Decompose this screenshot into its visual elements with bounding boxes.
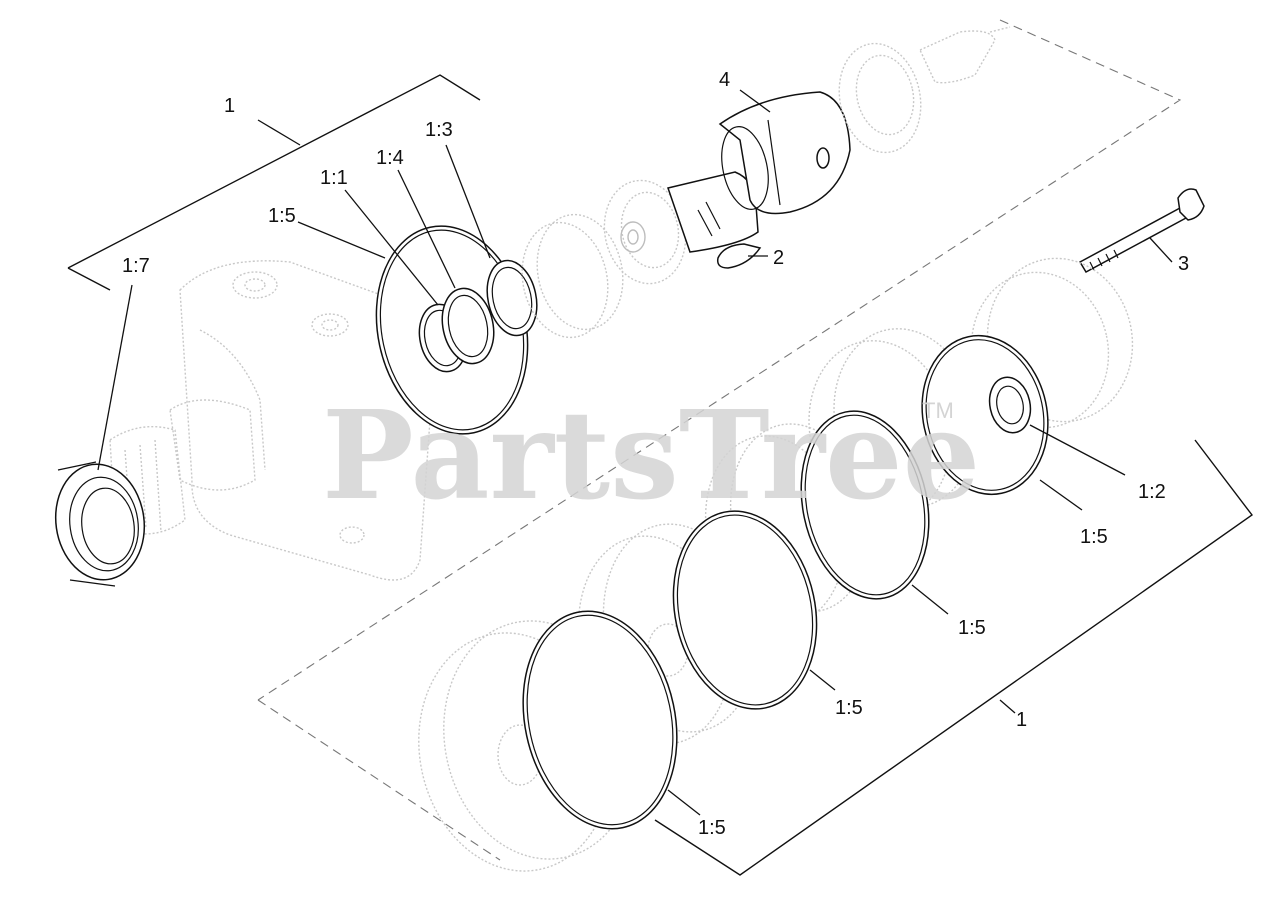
callout-1-5-mid: 1:5 xyxy=(958,617,986,639)
leader-1-4 xyxy=(397,169,456,289)
bracket-assembly-1-upper xyxy=(67,74,481,291)
callout-1-4: 1:4 xyxy=(376,147,404,169)
callout-3: 3 xyxy=(1178,253,1189,275)
leader-1a xyxy=(257,119,301,146)
leader-1-5b xyxy=(1039,479,1083,511)
callout-1-2: 1:2 xyxy=(1138,481,1166,503)
watermark-trademark: TM xyxy=(922,398,954,423)
leader-1-5e xyxy=(667,789,701,816)
callout-1-5-lower: 1:5 xyxy=(835,697,863,719)
callout-1-upper: 1 xyxy=(224,95,235,117)
bearing-upper xyxy=(521,179,687,339)
callout-1-lower: 1 xyxy=(1016,709,1027,731)
callout-1-5-right: 1:5 xyxy=(1080,526,1108,548)
leader-1-5c xyxy=(911,584,949,615)
leader-1-2 xyxy=(1029,424,1126,476)
leader-1-1 xyxy=(344,189,439,306)
washer-part-1-2 xyxy=(988,376,1032,434)
leader-1b xyxy=(999,699,1016,714)
leader-1-5a xyxy=(297,221,386,259)
assembly-boundary-upper xyxy=(257,19,1182,701)
assembly-boundary-lower xyxy=(257,699,501,861)
watermark-brand: PartsTree xyxy=(322,383,980,527)
leader-1-3 xyxy=(445,144,491,259)
leader-1-7 xyxy=(97,284,133,471)
woodruff-key-part-2 xyxy=(716,243,762,269)
callout-1-3: 1:3 xyxy=(425,119,453,141)
seal-part-1-7 xyxy=(54,461,146,587)
callout-1-7: 1:7 xyxy=(122,255,150,277)
o-rings-lower xyxy=(522,334,1049,830)
callout-4: 4 xyxy=(719,69,730,91)
bracket-assembly-1-lower xyxy=(654,439,1253,876)
shaft-part-4 xyxy=(667,91,851,253)
callout-1-5-upper: 1:5 xyxy=(268,205,296,227)
ring-set-1-1-1-4-1-3 xyxy=(418,259,538,373)
leader-1-5d xyxy=(809,669,836,691)
leader-4 xyxy=(739,89,771,113)
bolt-part-3 xyxy=(1078,188,1205,274)
callout-1-5-bottom: 1:5 xyxy=(698,817,726,839)
callout-1-1: 1:1 xyxy=(320,167,348,189)
gear-upper xyxy=(838,26,1011,154)
leader-3 xyxy=(1149,237,1173,263)
callout-2: 2 xyxy=(773,247,784,269)
